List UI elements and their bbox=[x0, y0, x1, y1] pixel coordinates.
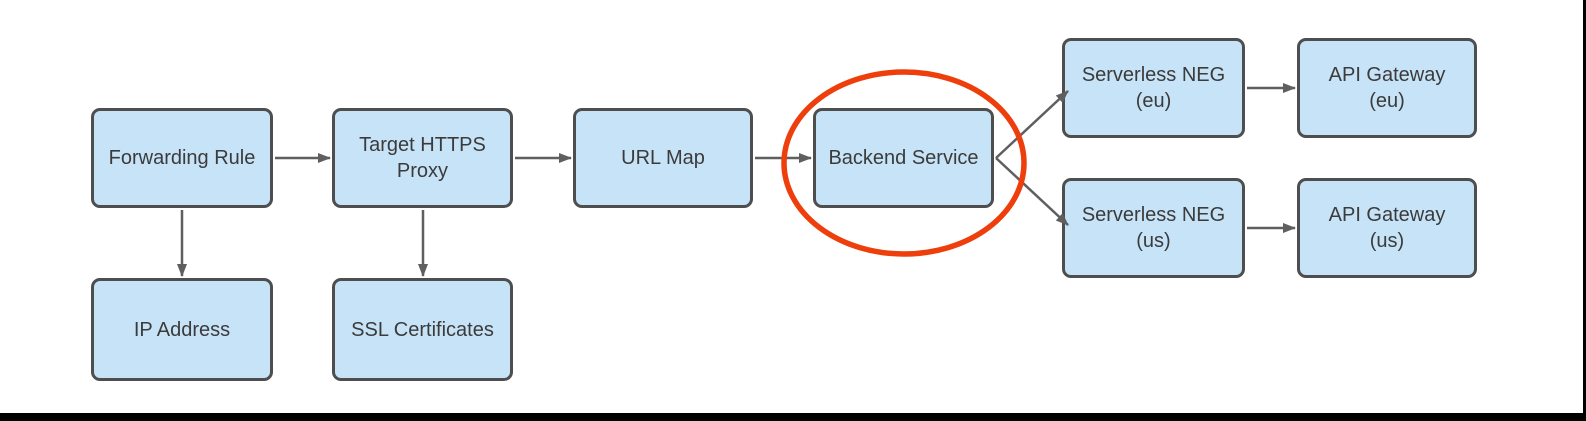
node-ssl-certificates: SSL Certificates bbox=[332, 278, 513, 381]
node-url-map: URL Map bbox=[573, 108, 753, 208]
node-label: Serverless NEG (us) bbox=[1081, 204, 1226, 252]
node-label: Forwarding Rule bbox=[108, 147, 256, 169]
node-forwarding-rule: Forwarding Rule bbox=[91, 108, 273, 208]
node-serverless-neg-us: Serverless NEG (us) bbox=[1062, 178, 1245, 278]
node-ip-address: IP Address bbox=[91, 278, 273, 381]
node-label: Backend Service bbox=[828, 147, 979, 169]
bottom-border-line bbox=[0, 413, 1586, 421]
node-api-gateway-us: API Gateway (us) bbox=[1297, 178, 1477, 278]
node-label: URL Map bbox=[621, 147, 705, 169]
node-label: SSL Certificates bbox=[351, 318, 494, 341]
right-border-line bbox=[1583, 0, 1586, 421]
node-label: Target HTTPS Proxy bbox=[359, 134, 486, 182]
node-label: Serverless NEG (eu) bbox=[1081, 64, 1226, 112]
node-target-https-proxy: Target HTTPS Proxy bbox=[332, 108, 513, 208]
node-serverless-neg-eu: Serverless NEG (eu) bbox=[1062, 38, 1245, 138]
node-api-gateway-eu: API Gateway (eu) bbox=[1297, 38, 1477, 138]
node-label: API Gateway (eu) bbox=[1328, 64, 1446, 112]
node-label: API Gateway (us) bbox=[1328, 204, 1446, 252]
node-label: IP Address bbox=[133, 318, 231, 341]
node-backend-service: Backend Service bbox=[813, 108, 994, 208]
